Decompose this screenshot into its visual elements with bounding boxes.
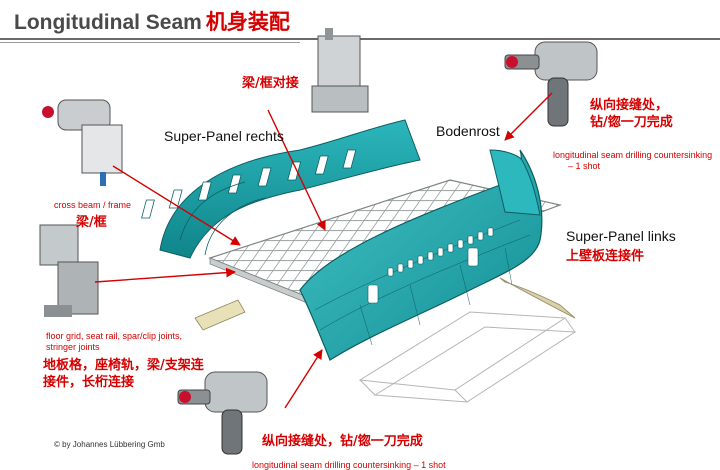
label-seam-drilling-en-top-2: – 1 shot xyxy=(568,161,601,171)
drill-tool-bottom xyxy=(177,371,268,455)
label-floor-grid-en: floor grid, seat rail, spar/clip joints, xyxy=(46,331,183,341)
label-beam-frame-joint: 梁/框对接 xyxy=(242,76,299,91)
clamp-tool-left xyxy=(39,224,99,317)
label-super-panel-links: Super-Panel links xyxy=(566,228,676,244)
label-seam-drilling-cn-top-2: 钻/锪一刀完成 xyxy=(590,115,673,130)
label-seam-drilling-en-top: longitudinal seam drilling countersinkin… xyxy=(553,150,713,160)
title-cn: 机身装配 xyxy=(205,11,290,34)
floor-assembly-outline xyxy=(358,311,577,403)
floor-beam-end xyxy=(194,299,246,331)
label-floor-grid-en-2: stringer joints xyxy=(46,342,100,352)
copyright-text: © by Johannes Lübbering Gmb xyxy=(54,440,165,449)
callout-arrows xyxy=(94,92,553,409)
super-panel-links-shape xyxy=(299,149,543,361)
label-cross-beam-cn: 梁/框 xyxy=(76,215,107,230)
label-seam-drilling-cn-top: 纵向接缝处， xyxy=(590,98,669,113)
label-bodenrost: Bodenrost xyxy=(436,123,500,139)
title-en: Longitudinal Seam xyxy=(14,11,202,34)
drill-tool-left xyxy=(42,99,123,186)
super-panel-rechts-shape xyxy=(141,119,421,259)
title-divider-secondary xyxy=(0,42,300,43)
label-cross-beam-en: cross beam / frame xyxy=(54,200,132,210)
label-seam-drilling-en-bottom: longitudinal seam drilling countersinkin… xyxy=(252,460,446,470)
lower-fairing xyxy=(499,277,576,319)
clamp-tool-top xyxy=(311,28,369,113)
label-super-panel-rechts: Super-Panel rechts xyxy=(164,128,284,144)
label-floor-grid-cn: 地板格，座椅轨，梁/支架连 xyxy=(43,358,204,373)
label-upper-panel-cn: 上壁板连接件 xyxy=(566,249,645,264)
label-floor-grid-cn-2: 接件，长桁连接 xyxy=(43,375,135,390)
drill-tool-top-right xyxy=(504,41,598,127)
label-seam-drilling-cn-bottom: 纵向接缝处，钻/锪一刀完成 xyxy=(262,434,423,449)
